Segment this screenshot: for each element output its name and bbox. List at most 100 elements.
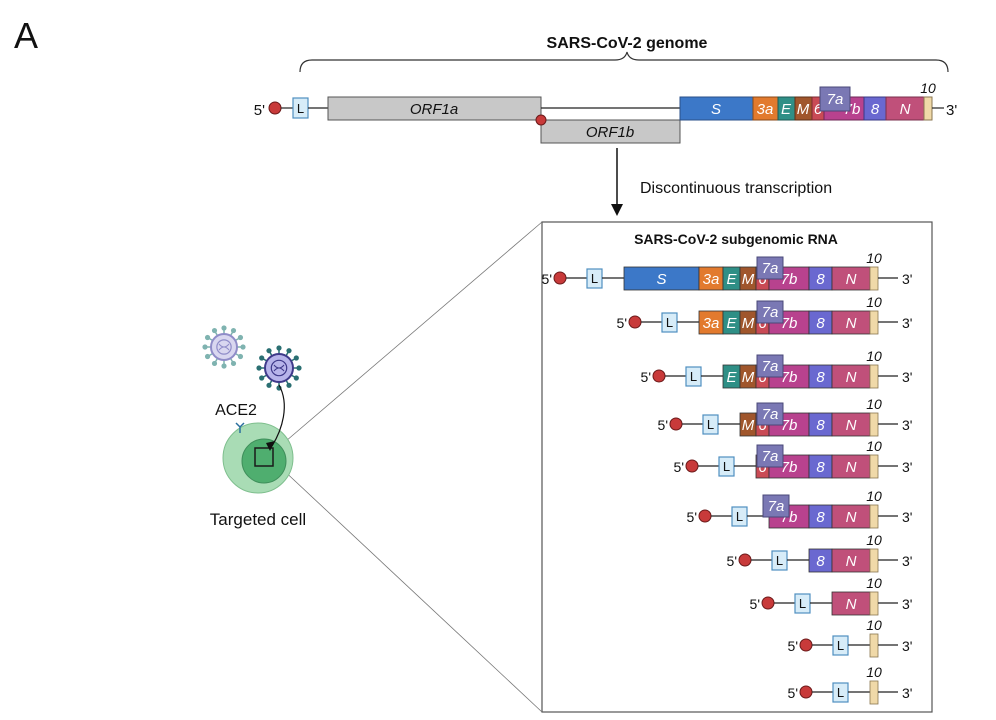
- gene-3a-label: 3a: [703, 271, 720, 288]
- gene-N-label: N: [846, 369, 857, 386]
- cap-5prime: [738, 553, 752, 567]
- panel-label: A: [14, 15, 38, 56]
- genome-cap: [268, 101, 282, 115]
- gene-7a-box: [756, 402, 784, 426]
- virus-particle-dark: [256, 345, 302, 391]
- gene-8-label: 8: [816, 271, 825, 288]
- leader-label: L: [837, 638, 844, 653]
- gene-10-box: [869, 591, 879, 616]
- gene-M-label: M: [742, 369, 755, 386]
- gene-7a-label: 7a: [762, 358, 779, 375]
- frameshift-marker: [535, 114, 547, 126]
- label-3prime: 3': [902, 685, 912, 701]
- gene-E-label: E: [726, 315, 737, 332]
- gene-10-label: 10: [866, 488, 882, 504]
- gene-3a-label: 3a: [703, 315, 720, 332]
- cap-5prime: [761, 596, 775, 610]
- gene-10-box: [869, 266, 879, 291]
- genome-track: 5' L ORF1a ORF1b S 3a E M 6 7b 8 N 10 7a…: [254, 80, 957, 144]
- label-5prime: 5': [788, 685, 798, 701]
- sgrna-row: 5'L67b8N107a3': [674, 438, 912, 479]
- sgrna-row: 5'L3aEM67b8N107a3': [617, 294, 912, 335]
- sgrna-row: 5'LS3aEM67b8N107a3': [542, 250, 912, 291]
- leader-label: L: [736, 509, 743, 524]
- gene-10-box: [869, 548, 879, 573]
- genome-10: [923, 96, 933, 121]
- gene-N-label: N: [846, 271, 857, 288]
- gene-7a-label: 7a: [762, 448, 779, 465]
- label-3prime: 3': [902, 638, 912, 654]
- zoom-box: [254, 447, 274, 467]
- cap-5prime: [652, 369, 666, 383]
- transcription-label: Discontinuous transcription: [640, 180, 832, 197]
- label-3prime: 3': [902, 369, 912, 385]
- leader-label: L: [799, 596, 806, 611]
- sgrna-row: 5'LM67b8N107a3': [658, 396, 912, 437]
- gene-8-label: 8: [816, 315, 825, 332]
- gene-7a-box: [756, 300, 784, 324]
- gene-10-box: [869, 454, 879, 479]
- virus-particle-light: [202, 325, 246, 369]
- label-3prime: 3': [902, 553, 912, 569]
- svg-text:S: S: [711, 101, 721, 118]
- genome-7a: [819, 86, 851, 112]
- gene-N-label: N: [846, 596, 857, 613]
- label-5prime: 5': [641, 369, 651, 385]
- gene-7a-box: [756, 256, 784, 280]
- ace2-label: ACE2: [215, 402, 257, 419]
- gene-10-label: 10: [866, 617, 882, 633]
- gene-M-label: M: [742, 417, 755, 434]
- gene-10-box: [869, 680, 879, 705]
- gene-N-label: N: [846, 417, 857, 434]
- gene-7a-box: [756, 354, 784, 378]
- subgenomic-rows: 5'LS3aEM67b8N107a3'5'L3aEM67b8N107a3'5'L…: [542, 250, 912, 705]
- gene-8-label: 8: [816, 417, 825, 434]
- gene-7a-label: 7a: [762, 304, 779, 321]
- genome-title: SARS-CoV-2 genome: [547, 35, 708, 52]
- gene-7a-box: [756, 444, 784, 468]
- gene-10-box: [869, 364, 879, 389]
- gene-7b-label: 7b: [781, 315, 798, 332]
- gene-10-box: [869, 310, 879, 335]
- leader-label: L: [690, 369, 697, 384]
- genome-orf1b: [540, 119, 681, 144]
- gene-10-label: 10: [866, 532, 882, 548]
- cap-5prime: [799, 638, 813, 652]
- gene-N-label: N: [846, 553, 857, 570]
- leader-label: L: [666, 315, 673, 330]
- svg-text:8: 8: [871, 101, 880, 118]
- ace2-receptor-icon: [235, 422, 245, 433]
- gene-7b-label: 7b: [781, 271, 798, 288]
- gene-M-label: M: [742, 271, 755, 288]
- genome-3prime: 3': [946, 102, 957, 119]
- leader-label: L: [707, 417, 714, 432]
- cap-5prime: [669, 417, 683, 431]
- cap-5prime: [799, 685, 813, 699]
- gene-8-label: 8: [816, 553, 825, 570]
- label-5prime: 5': [658, 417, 668, 433]
- gene-E-label: E: [726, 271, 737, 288]
- genome-brace: [299, 51, 949, 73]
- gene-7b-label: 7b: [781, 417, 798, 434]
- gene-7a-label: 7a: [762, 260, 779, 277]
- gene-10-box: [869, 412, 879, 437]
- svg-text:7a: 7a: [827, 91, 844, 108]
- label-5prime: 5': [617, 315, 627, 331]
- gene-M-label: M: [742, 315, 755, 332]
- zoom-line-top: [278, 221, 543, 448]
- svg-text:3a: 3a: [757, 101, 774, 118]
- zoom-line-bottom: [278, 465, 543, 713]
- gene-S-label: S: [656, 271, 666, 288]
- svg-text:N: N: [900, 101, 911, 118]
- svg-text:L: L: [297, 101, 304, 116]
- gene-10-label: 10: [866, 396, 882, 412]
- gene-10-label: 10: [866, 250, 882, 266]
- gene-10-label: 10: [866, 348, 882, 364]
- gene-E-label: E: [726, 369, 737, 386]
- leader-label: L: [837, 685, 844, 700]
- gene-N-label: N: [846, 315, 857, 332]
